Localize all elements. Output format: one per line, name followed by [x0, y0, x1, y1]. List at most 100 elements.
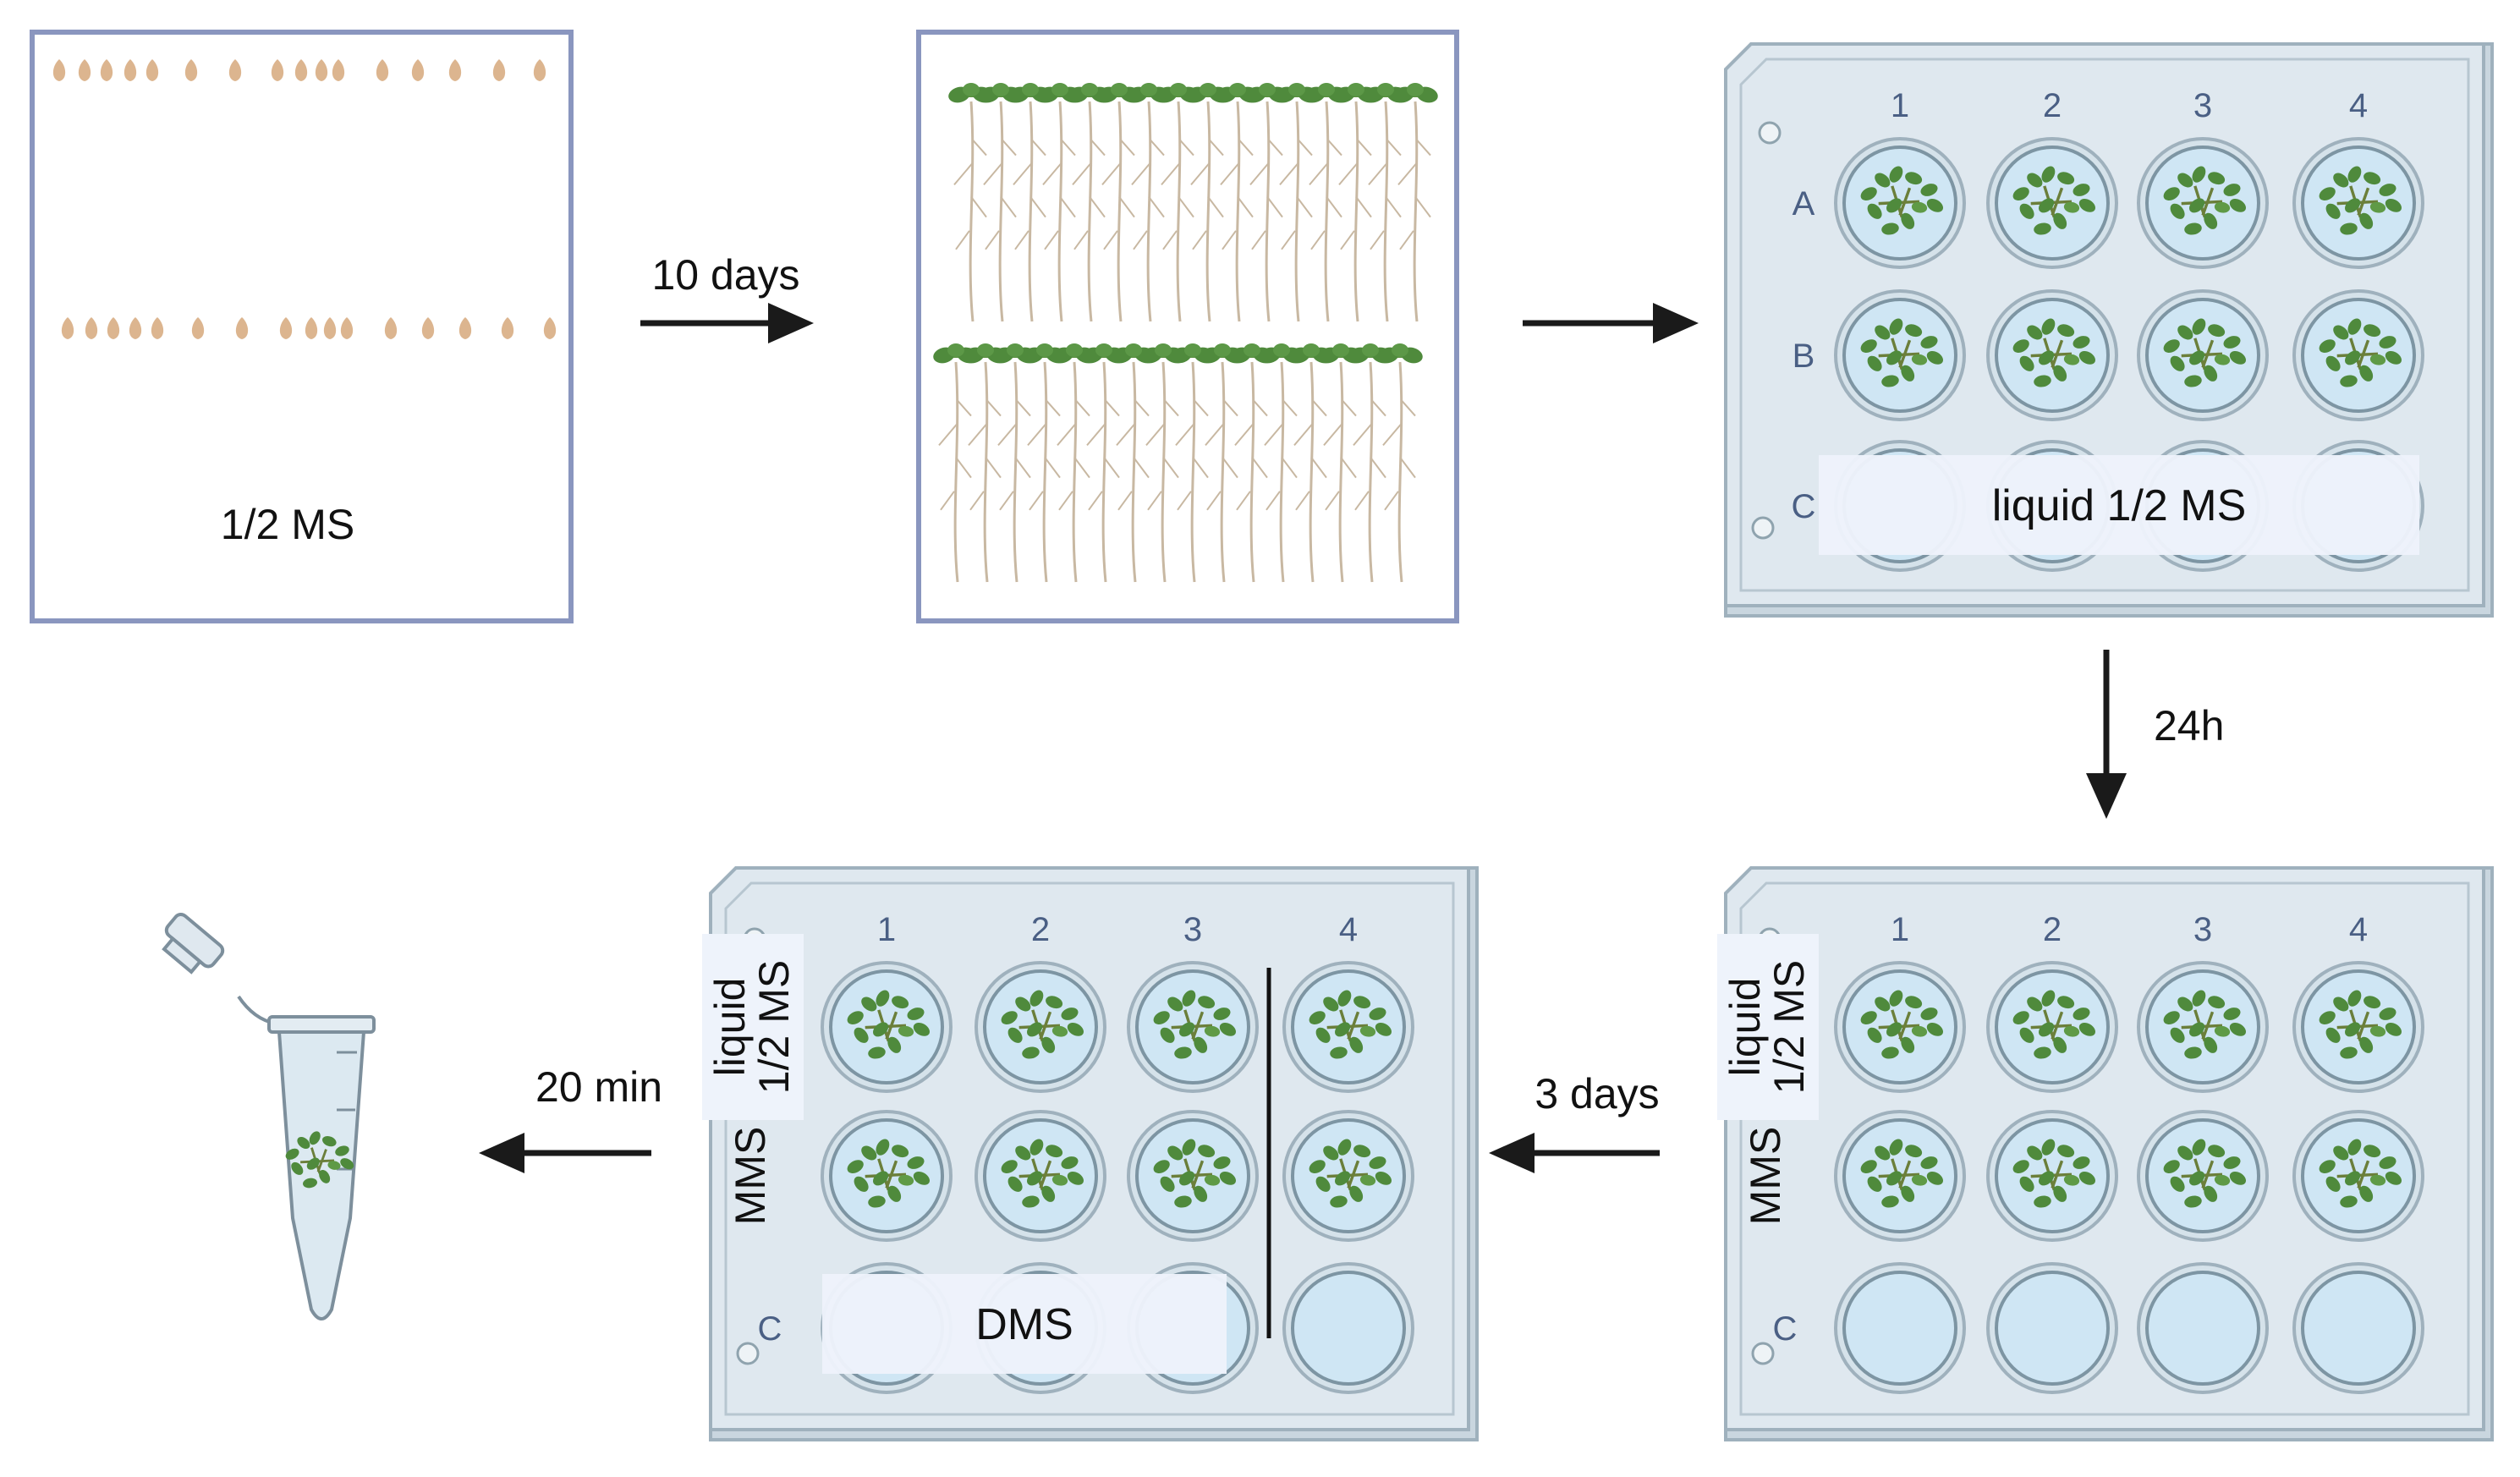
row-label-c: C — [1773, 1310, 1798, 1348]
root-icon — [1086, 361, 1120, 583]
well — [2137, 1262, 2269, 1394]
root-icon — [1057, 361, 1090, 583]
seed-icon — [228, 59, 242, 81]
arrow-20-min: 20 min — [479, 1063, 662, 1173]
well — [2137, 137, 2269, 269]
well — [1834, 1262, 1966, 1394]
row-label-mms: MMS — [1742, 1127, 1789, 1226]
column-label: 4 — [2349, 911, 2368, 948]
root-icon — [1190, 101, 1224, 322]
seed-plate: 1/2 MS — [30, 30, 574, 623]
arrow-24h: 24h — [2086, 650, 2224, 819]
well — [2137, 961, 2269, 1093]
tube-lid-icon — [162, 913, 225, 975]
seed-icon — [235, 317, 249, 339]
seed-icon — [100, 59, 113, 81]
arrow-label-24h: 24h — [2154, 702, 2224, 749]
column-label: 2 — [1031, 911, 1050, 948]
plate-rim — [1739, 58, 2470, 592]
plate-hole-icon — [736, 1342, 760, 1365]
arrowhead-icon — [2086, 773, 2127, 819]
column-label: 1 — [1891, 911, 1909, 948]
root-icon — [1279, 101, 1313, 322]
well — [2292, 1110, 2424, 1242]
well — [1282, 1110, 1414, 1242]
seedling-plate — [916, 30, 1459, 623]
seed-icon — [332, 59, 345, 81]
seed-icon — [78, 59, 91, 81]
arrowhead-icon — [1489, 1133, 1535, 1173]
column-label: 3 — [1183, 911, 1202, 948]
seed-icon — [448, 59, 462, 81]
well — [1986, 1262, 2118, 1394]
well — [975, 1110, 1106, 1242]
row-label-bg — [702, 934, 804, 1120]
seed-icon — [458, 317, 472, 339]
seedling-plate-frame — [916, 30, 1459, 623]
row-label-bg — [1717, 934, 1819, 1120]
seed-icon — [191, 317, 205, 339]
seed-icon — [52, 59, 66, 81]
seed-icon — [376, 59, 389, 81]
seedling-rows — [931, 83, 1440, 583]
seed-icon — [384, 317, 398, 339]
seed-icon — [501, 317, 514, 339]
root-icon — [1131, 101, 1165, 322]
well — [1127, 1110, 1259, 1242]
arrow-label-20-min: 20 min — [535, 1063, 662, 1111]
plate-rim — [1739, 881, 2470, 1416]
well — [1834, 1110, 1966, 1242]
root-icon — [1042, 101, 1076, 322]
root-icon — [1220, 101, 1254, 322]
well — [1834, 137, 1966, 269]
column-label: 1 — [877, 911, 896, 948]
seed-icon — [85, 317, 98, 339]
row-label-mms: MMS — [727, 1127, 774, 1226]
arrow-10-days: 10 days — [640, 251, 814, 343]
seed-icon — [315, 59, 328, 81]
seed-icon — [184, 59, 198, 81]
row-label-liquid-ms: liquid1/2 MS — [706, 960, 798, 1094]
seed-row-bottom — [61, 317, 557, 339]
column-label: 4 — [2349, 87, 2368, 124]
root-icon — [938, 361, 972, 583]
root-icon — [1293, 361, 1327, 583]
well — [821, 961, 953, 1093]
seed-icon — [533, 59, 546, 81]
seed-icon — [145, 59, 159, 81]
well — [2137, 289, 2269, 421]
seed-icon — [411, 59, 425, 81]
medium-label: 1/2 MS — [221, 501, 354, 548]
seed-plate-frame — [30, 30, 574, 623]
well — [821, 1110, 953, 1242]
well — [2292, 289, 2424, 421]
root-icon — [1309, 101, 1342, 322]
root-icon — [1027, 361, 1061, 583]
seed-icon — [492, 59, 506, 81]
arrow-3-days: 3 days — [1489, 1070, 1660, 1173]
treatment-label-bg — [1819, 455, 2419, 555]
seed-icon — [107, 317, 120, 339]
root-icon — [1382, 361, 1416, 583]
arrowhead-icon — [1653, 303, 1699, 343]
row-label: A — [1793, 185, 1815, 222]
root-icon — [1145, 361, 1179, 583]
plate-hole-icon — [1751, 516, 1775, 540]
root-icon — [1205, 361, 1238, 583]
well — [1986, 137, 2118, 269]
seed-icon — [421, 317, 435, 339]
treatment-label: DMS — [975, 1300, 1073, 1349]
root-icon — [1234, 361, 1268, 583]
root-icon — [997, 361, 1031, 583]
root-icon — [1368, 101, 1402, 322]
well — [1282, 961, 1414, 1093]
root-icon — [1175, 361, 1209, 583]
arrow-to-plate — [1523, 303, 1699, 343]
arrowhead-icon — [768, 303, 814, 343]
well — [2292, 1262, 2424, 1394]
row-label: B — [1793, 338, 1815, 375]
root-icon — [1013, 101, 1046, 322]
